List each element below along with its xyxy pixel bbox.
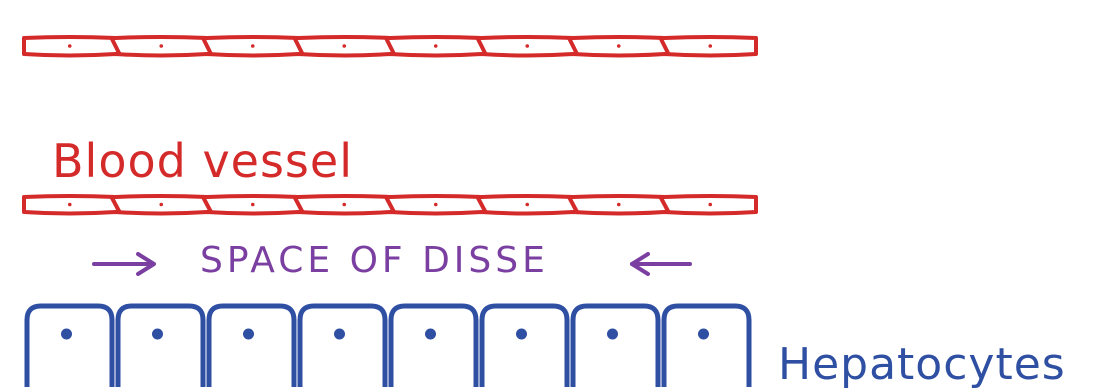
endothelial-nucleus — [434, 203, 438, 207]
cell-divider — [112, 38, 120, 54]
hepatocyte-nucleus — [61, 329, 72, 340]
endothelial-nucleus — [708, 203, 712, 207]
hepatocyte-row — [27, 306, 749, 387]
cell-divider — [661, 197, 669, 212]
endothelial-layer-top — [24, 37, 756, 56]
endothelial-nucleus — [617, 203, 621, 207]
hepatocyte-cell — [664, 306, 749, 387]
endothelial-nucleus — [525, 203, 529, 207]
cell-divider — [569, 197, 577, 212]
endothelial-nucleus — [342, 203, 346, 207]
endothelial-nucleus — [68, 44, 72, 48]
hepatocyte-nucleus — [698, 329, 709, 340]
cell-divider — [203, 38, 211, 54]
hepatocyte-cell — [209, 306, 294, 387]
cell-divider — [386, 197, 394, 212]
hepatocyte-cell — [300, 306, 385, 387]
endothelial-nucleus — [68, 203, 72, 207]
hepatocyte-cell — [482, 306, 567, 387]
cell-divider — [569, 38, 577, 54]
hepatocyte-nucleus — [334, 329, 345, 340]
endothelial-nucleus — [159, 203, 163, 207]
hepatocyte-cell — [391, 306, 476, 387]
cell-divider — [386, 38, 394, 54]
hepatocyte-cell — [573, 306, 658, 387]
cell-divider — [295, 197, 303, 212]
left-arrow-icon — [632, 254, 690, 274]
endothelial-nucleus — [434, 44, 438, 48]
endothelial-nucleus — [159, 44, 163, 48]
hepatocyte-cell — [27, 306, 112, 387]
hepatocytes-label: Hepatocytes — [778, 343, 1066, 387]
cell-divider — [478, 197, 486, 212]
blood-vessel-label: Blood vessel — [52, 138, 353, 184]
endothelial-nucleus — [708, 44, 712, 48]
right-arrow-icon — [94, 254, 154, 274]
cell-divider — [203, 197, 211, 212]
cell-divider — [661, 38, 669, 54]
hepatocyte-nucleus — [152, 329, 163, 340]
endothelial-nucleus — [342, 44, 346, 48]
endothelial-nucleus — [251, 203, 255, 207]
cell-divider — [478, 38, 486, 54]
hepatocyte-cell — [118, 306, 203, 387]
hepatocyte-nucleus — [516, 329, 527, 340]
hepatocyte-nucleus — [243, 329, 254, 340]
cell-divider — [295, 38, 303, 54]
endothelial-nucleus — [617, 44, 621, 48]
hepatocyte-nucleus — [607, 329, 618, 340]
space-of-disse-label: SPACE OF DISSE — [200, 243, 549, 279]
endothelial-layer-bottom — [24, 196, 756, 214]
endothelial-nucleus — [525, 44, 529, 48]
cell-divider — [112, 197, 120, 212]
hepatocyte-nucleus — [425, 329, 436, 340]
endothelial-nucleus — [251, 44, 255, 48]
